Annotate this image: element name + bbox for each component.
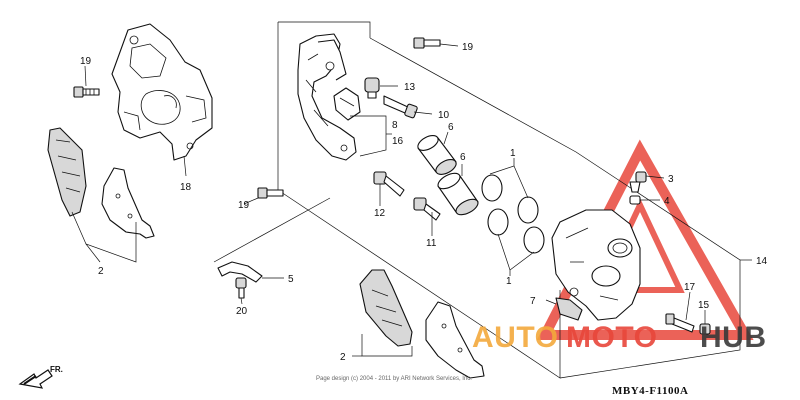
callout-10: 10 — [438, 110, 450, 121]
pad-pin-part-17[interactable] — [665, 313, 695, 333]
callout-6-upper: 6 — [448, 122, 454, 133]
bolt-part-19-top[interactable] — [413, 37, 441, 49]
slide-bolt-part-11[interactable] — [413, 197, 441, 221]
callout-2-left: 2 — [98, 266, 104, 277]
callout-13: 13 — [404, 82, 416, 93]
callout-labels: 19 18 2 19 13 10 8 16 6 6 1 1 12 11 19 3… — [80, 42, 768, 363]
callout-5: 5 — [288, 274, 294, 285]
callout-16: 16 — [392, 136, 404, 147]
watermark-auto: AUTO — [472, 321, 558, 354]
diagram-code: MBY4-F1100A — [612, 385, 688, 397]
screw-part-20[interactable] — [235, 277, 247, 299]
piston-seal-set-part-1[interactable] — [481, 174, 545, 254]
callout-14: 14 — [756, 256, 768, 267]
watermark-moto: MOTO — [566, 321, 657, 354]
callout-8: 8 — [392, 120, 398, 131]
callout-17: 17 — [684, 282, 696, 293]
brake-pad-set-part-2-upper[interactable] — [47, 127, 155, 239]
brake-pad-set-part-2-lower[interactable] — [359, 269, 485, 379]
caliper-assembly-part-14[interactable] — [551, 209, 641, 321]
retainer-part-7[interactable] — [555, 297, 583, 321]
bleeder-screw-part-3[interactable] — [629, 171, 647, 193]
leader-lines — [71, 43, 752, 357]
pad-spring-part-5[interactable] — [217, 261, 263, 283]
callout-1-lower: 1 — [506, 276, 512, 287]
front-direction-arrow-icon: FR. — [18, 365, 63, 389]
callout-6-lower: 6 — [460, 152, 466, 163]
piston-part-6-upper[interactable] — [415, 133, 458, 178]
callout-15: 15 — [698, 300, 710, 311]
callout-11: 11 — [426, 238, 437, 249]
caliper-bracket-part-18[interactable] — [111, 23, 213, 161]
copyright-notice: Page design (c) 2004 - 2011 by ARI Netwo… — [316, 376, 472, 382]
caliper-body-half[interactable] — [297, 33, 357, 161]
pin-bolt-part-10[interactable] — [383, 95, 418, 119]
bolt-part-19-left[interactable] — [73, 86, 100, 98]
callout-7: 7 — [530, 296, 536, 307]
watermark-hub: HUB — [700, 321, 767, 354]
callout-18: 18 — [180, 182, 192, 193]
callout-2-lower: 2 — [340, 352, 346, 363]
bleeder-cap-part-4[interactable] — [629, 195, 641, 205]
callout-19-top: 19 — [462, 42, 474, 53]
callout-19-middle: 19 — [238, 200, 250, 211]
callout-12: 12 — [374, 208, 386, 219]
callout-1-upper: 1 — [510, 148, 516, 159]
callout-4: 4 — [664, 196, 670, 207]
piston-part-6-lower[interactable] — [436, 170, 481, 218]
watermark-text: AUTO MOTO HUB — [472, 321, 767, 354]
slide-pin-part-12[interactable] — [373, 171, 405, 197]
front-arrow-label: FR. — [50, 365, 63, 374]
bleeder-cap-part-13[interactable] — [364, 77, 380, 99]
callout-3: 3 — [668, 174, 674, 185]
callout-19-left: 19 — [80, 56, 92, 67]
pad-spring-part-8[interactable] — [333, 87, 361, 121]
callout-20: 20 — [236, 306, 248, 317]
bolt-part-19-middle[interactable] — [257, 187, 284, 199]
